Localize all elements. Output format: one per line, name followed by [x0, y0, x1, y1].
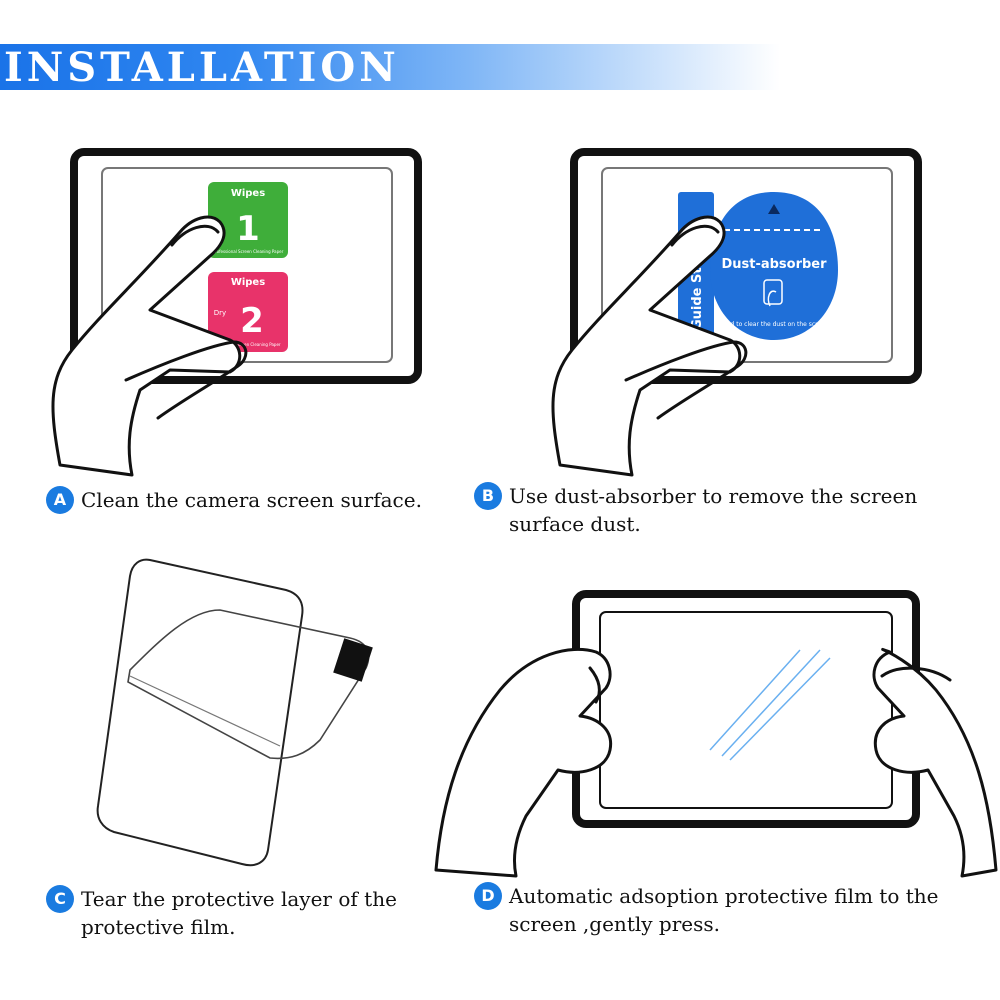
wipes-packet-2: Wipes Dry 2 Screen Cleaning Paper: [208, 272, 288, 352]
step-a-text: Clean the camera screen surface.: [81, 488, 422, 512]
step-b: B Use dust-absorber to remove the screen…: [474, 482, 944, 538]
dust-absorber-caption: Used to clear the dust on the screen: [719, 321, 829, 328]
step-d: D Automatic adsoption protective film to…: [474, 882, 964, 938]
installation-banner: INSTALLATION: [0, 44, 780, 91]
step-a-badge: A: [46, 486, 74, 514]
wipes-1-label: Wipes: [231, 188, 265, 199]
step-a: A Clean the camera screen surface.: [46, 486, 446, 514]
wipes-2-tag: Dry: [214, 309, 226, 317]
illustration-clean-screen: Wipes 1 Professional Screen Cleaning Pap…: [51, 148, 422, 477]
wipes-2-label: Wipes: [231, 277, 265, 288]
step-d-badge: D: [474, 882, 502, 910]
step-b-badge: B: [474, 482, 502, 510]
wipes-2-number: 2: [240, 301, 264, 341]
film-pull-tab: [333, 638, 373, 682]
illustration-protective-film: [96, 558, 373, 867]
hand-icon: [551, 215, 748, 477]
wipes-packet-1: Wipes 1 Professional Screen Cleaning Pap…: [208, 182, 288, 258]
right-hand-icon: [872, 647, 998, 878]
step-c-text: Tear the protective layer of the protect…: [81, 887, 397, 939]
dust-absorber-label: Dust-absorber: [721, 257, 827, 272]
left-hand-icon: [434, 647, 613, 878]
banner-title: INSTALLATION: [4, 44, 400, 91]
step-d-text: Automatic adsoption protective film to t…: [509, 884, 939, 936]
dust-absorber-sticker: Dust-absorber Used to clear the dust on …: [710, 192, 838, 340]
wipes-1-caption: Professional Screen Cleaning Paper: [213, 249, 284, 254]
illustration-apply-film: [434, 590, 998, 878]
step-c-badge: C: [46, 885, 74, 913]
wipes-1-number: 1: [236, 209, 260, 249]
wipes-2-caption: Screen Cleaning Paper: [235, 342, 281, 347]
hand-icon: [763, 279, 783, 307]
hand-icon: [51, 215, 248, 477]
step-b-text: Use dust-absorber to remove the screen s…: [509, 484, 918, 536]
step-c: C Tear the protective layer of the prote…: [46, 885, 426, 941]
illustration-dust-absorber: Guide Sticker Dust-absorber Used to clea…: [551, 148, 922, 477]
